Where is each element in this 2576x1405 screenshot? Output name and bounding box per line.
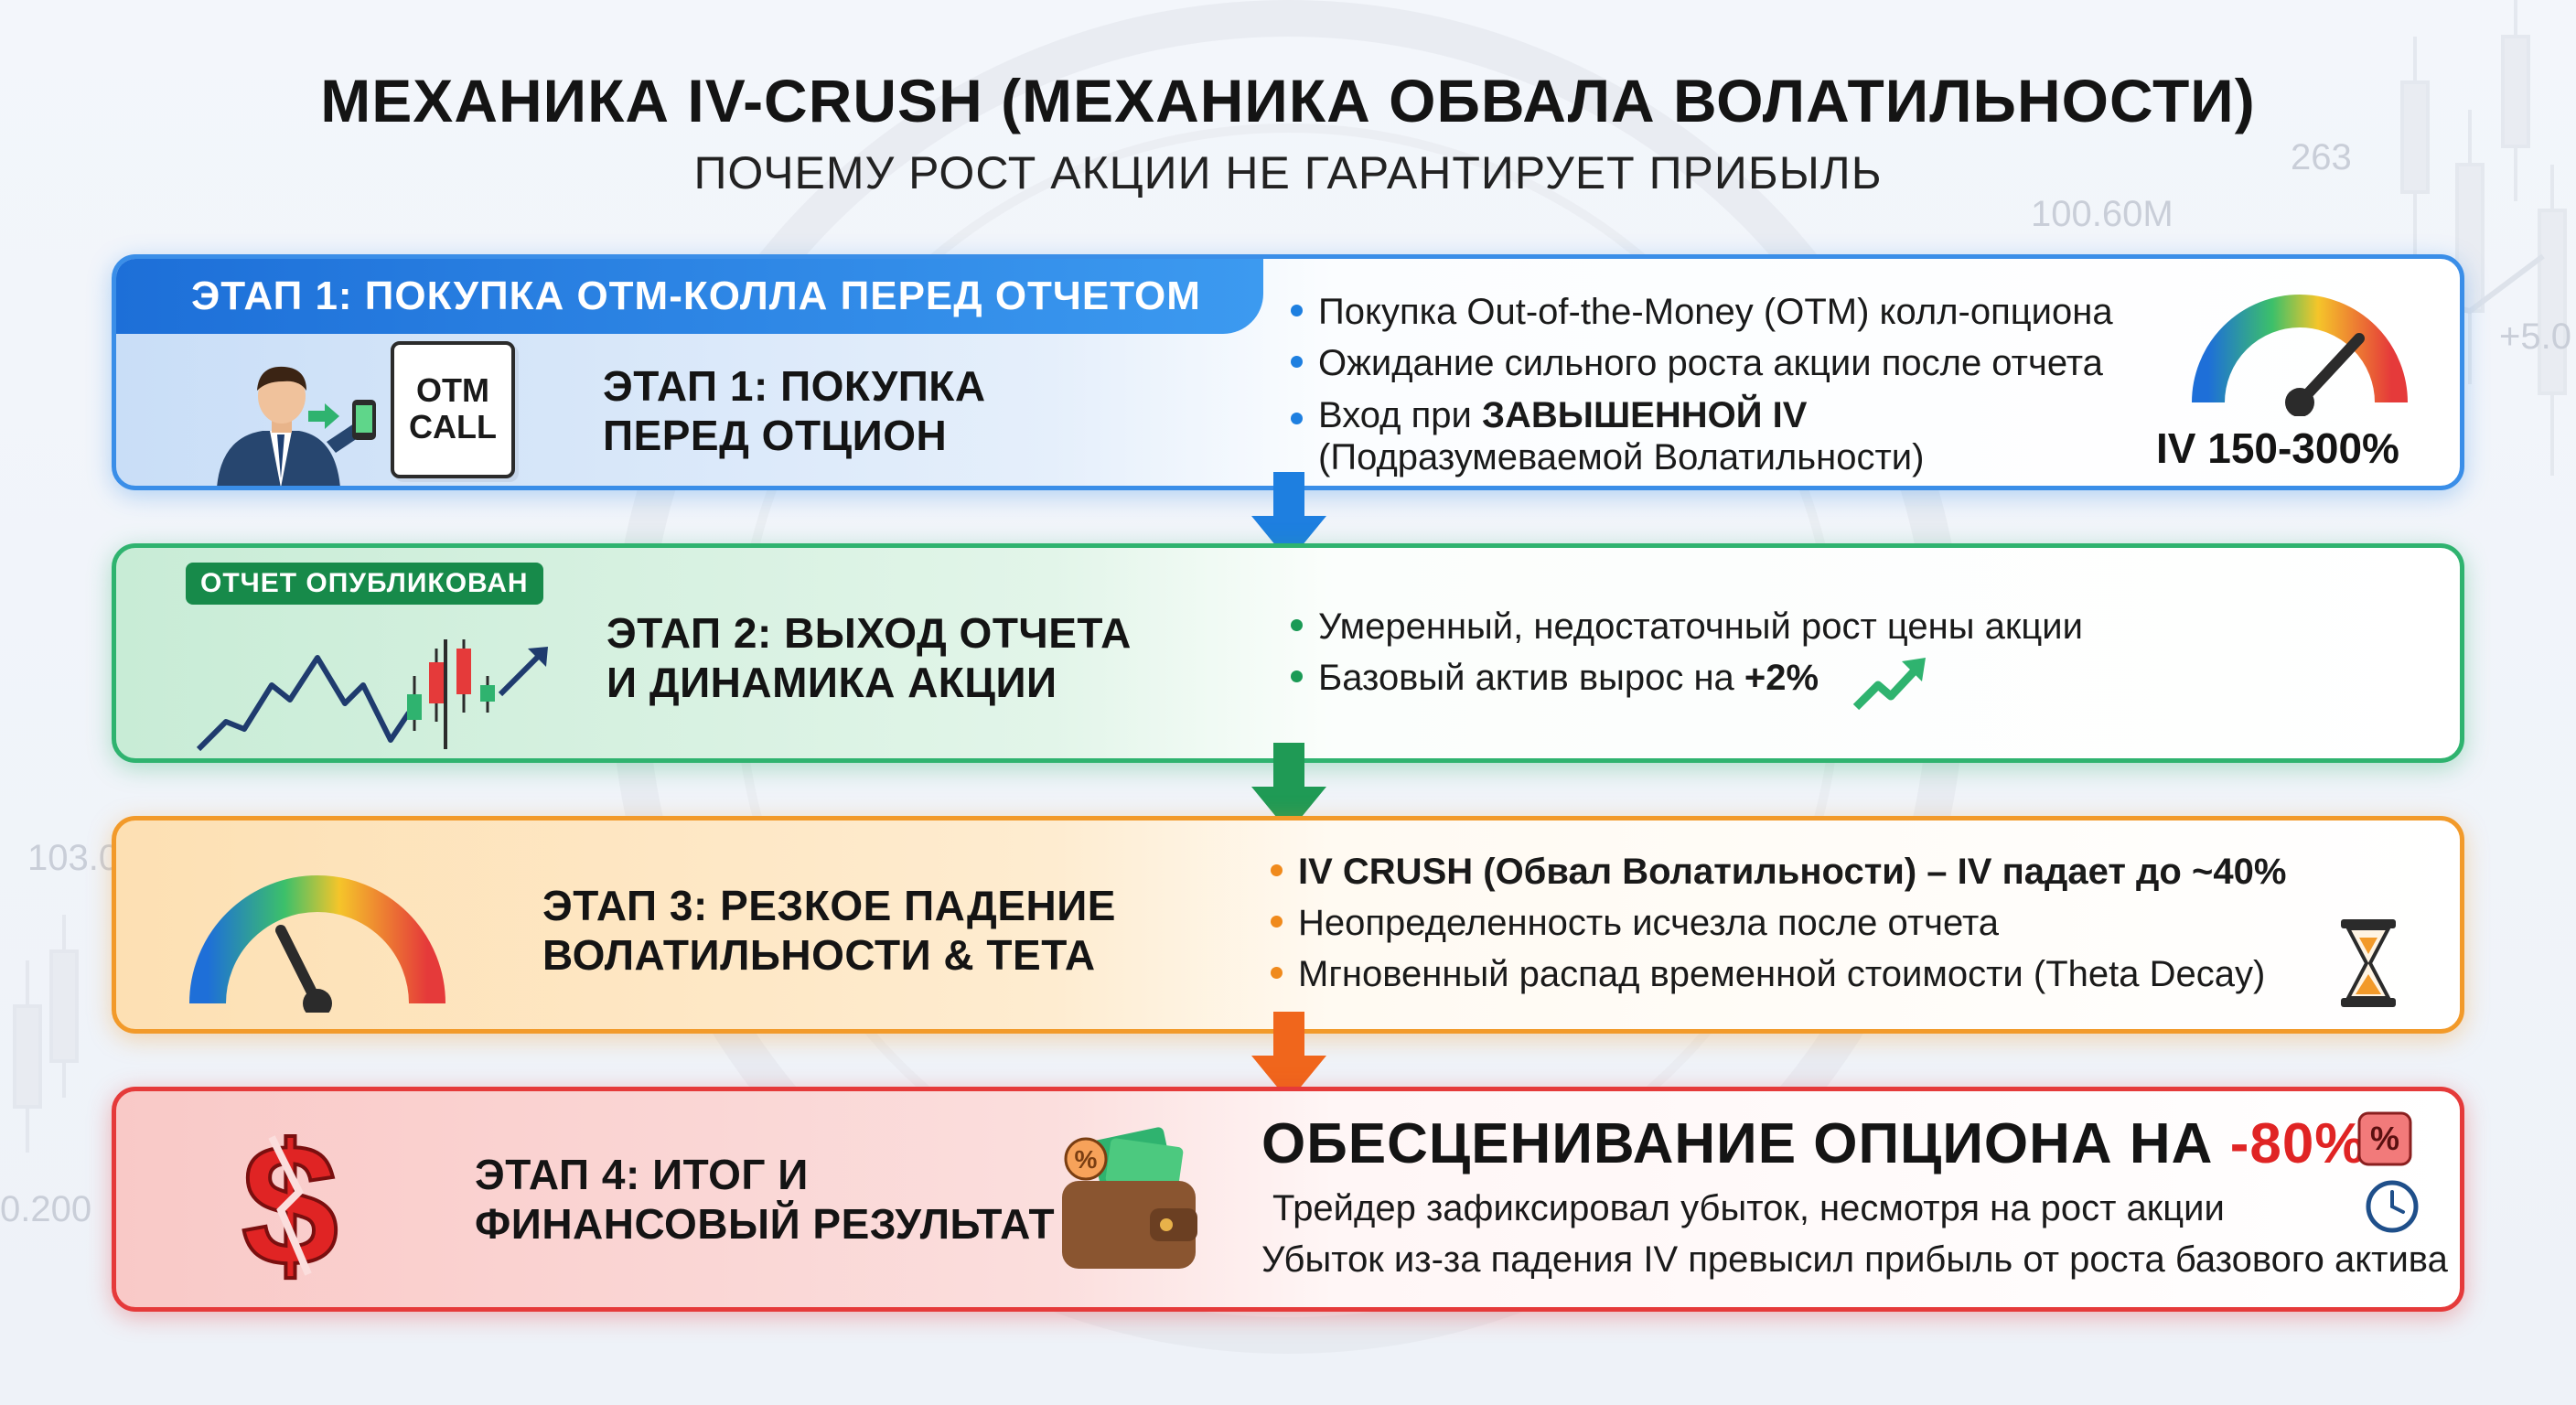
bullet2-prefix: Базовый актив вырос на (1318, 658, 1744, 698)
stage4-heading-line1: ЭТАП 4: ИТОГ И (475, 1151, 809, 1198)
trend-up-icon (1852, 658, 1926, 711)
gauge-high-icon (2192, 295, 2408, 416)
businessman-icon (217, 366, 376, 486)
bg-label: 103.0 (27, 838, 120, 878)
list-item: Мгновенный распад временной стоимости (T… (1271, 949, 2286, 1000)
stage1-card: ЭТАП 1: ПОКУПКА ОТМ-КОЛЛА ПЕРЕД ОТЧЕТОМ … (112, 254, 2464, 490)
devaluation-headline: ОБЕСЦЕНИВАНИЕ ОПЦИОНА НА -80% (1261, 1111, 2366, 1176)
down-arrow-icon (1251, 472, 1326, 562)
stage1-heading-line1: ЭТАП 1: ПОКУПКА (603, 362, 986, 410)
bullet3-line2: (Подразумеваемой Волатильности) (1318, 437, 1925, 477)
list-item: Вход при ЗАВЫШЕННОЙ IV(Подразумеваемой В… (1291, 394, 2113, 478)
stage2-bullets: Умеренный, недостаточный рост цены акции… (1291, 601, 2083, 703)
list-item: Покупка Out-of-the-Money (OTM) колл-опци… (1291, 286, 2113, 338)
wallet-icon: % (1062, 1127, 1197, 1269)
svg-text:%: % (2370, 1120, 2399, 1157)
down-arrow-icon (1251, 743, 1326, 832)
stage4-heading: ЭТАП 4: ИТОГ И ФИНАНСОВЫЙ РЕЗУЛЬТАТ (475, 1150, 1055, 1249)
stage4-line1: Трейдер зафиксировал убыток, несмотря на… (1272, 1188, 2225, 1228)
report-published-tag: ОТЧЕТ ОПУБЛИКОВАН (186, 563, 543, 605)
stage1-bullets: Покупка Out-of-the-Money (OTM) колл-опци… (1291, 286, 2113, 478)
stage3-heading-line1: ЭТАП 3: РЕЗКОЕ ПАДЕНИЕ (542, 882, 1116, 929)
devaluation-value: -80% (2229, 1112, 2367, 1175)
bg-label: 100.60M (2031, 194, 2174, 234)
clock-icon (2366, 1180, 2419, 1233)
svg-text:%: % (1075, 1145, 1098, 1174)
stage1-heading-line2: ПЕРЕД ОТЦИОН (603, 412, 948, 459)
stage4-line2: Убыток из-за падения IV превысил прибыль… (1261, 1239, 2448, 1280)
iv-range-label: IV 150-300% (2156, 424, 2399, 472)
page-title: МЕХАНИКА IV-CRUSH (МЕХАНИКА ОБВАЛА ВОЛАТ… (320, 67, 2256, 134)
stage1-heading: ЭТАП 1: ПОКУПКА ПЕРЕД ОТЦИОН (603, 361, 986, 460)
list-item: Неопределенность исчезла после отчета (1271, 897, 2286, 949)
hourglass-icon (2341, 919, 2396, 1007)
bg-label: 263 (2291, 137, 2352, 177)
bg-label: 0.200 (0, 1189, 92, 1229)
ticket-line2: CALL (409, 408, 497, 445)
stage2-heading-line2: И ДИНАМИКА АКЦИИ (606, 659, 1057, 706)
otm-call-ticket-icon: OTM CALL (391, 341, 515, 478)
down-arrow-icon (1251, 1012, 1326, 1101)
broken-dollar-icon: $ (240, 1119, 340, 1292)
stage1-banner: ЭТАП 1: ПОКУПКА ОТМ-КОЛЛА ПЕРЕД ОТЧЕТОМ (116, 259, 1263, 334)
bullet3-prefix: Вход при (1318, 395, 1482, 435)
stage3-card: ЭТАП 3: РЕЗКОЕ ПАДЕНИЕ ВОЛАТИЛЬНОСТИ & Т… (112, 816, 2464, 1034)
stage2-heading-line1: ЭТАП 2: ВЫХОД ОТЧЕТА (606, 609, 1132, 657)
gauge-low-icon (189, 875, 445, 1013)
stage2-card: ОТЧЕТ ОПУБЛИКОВАН ЭТАП 2: ВЫХОД ОТЧЕТА И… (112, 543, 2464, 763)
bg-label: +5.0 (2499, 316, 2571, 357)
stage2-heading: ЭТАП 2: ВЫХОД ОТЧЕТА И ДИНАМИКА АКЦИИ (606, 608, 1132, 707)
list-item: Базовый актив вырос на +2% (1291, 652, 2083, 703)
stage4-heading-line2: ФИНАНСОВЫЙ РЕЗУЛЬТАТ (475, 1200, 1056, 1248)
page-subtitle: ПОЧЕМУ РОСТ АКЦИИ НЕ ГАРАНТИРУЕТ ПРИБЫЛЬ (693, 147, 1883, 198)
bullet2-bold: +2% (1744, 658, 1819, 698)
stage3-heading: ЭТАП 3: РЕЗКОЕ ПАДЕНИЕ ВОЛАТИЛЬНОСТИ & Т… (542, 881, 1116, 980)
list-item: IV CRUSH (Обвал Волатильности) – IV пада… (1271, 846, 2286, 897)
candlestick-chart-icon (196, 639, 548, 752)
bullet3-bold: ЗАВЫШЕННОЙ IV (1481, 395, 1808, 435)
ticket-line1: OTM (416, 371, 489, 409)
stage4-card: $ ЭТАП 4: ИТОГ И ФИНАНСОВЫЙ РЕЗУЛЬТАТ % … (112, 1087, 2464, 1312)
list-item: Ожидание сильного роста акции после отче… (1291, 338, 2113, 389)
list-item: Умеренный, недостаточный рост цены акции (1291, 601, 2083, 652)
percent-icon: % (2357, 1111, 2412, 1166)
stage3-heading-line2: ВОЛАТИЛЬНОСТИ & ТЕТА (542, 931, 1096, 979)
stage3-bullets: IV CRUSH (Обвал Волатильности) – IV пада… (1271, 846, 2286, 1000)
devaluation-prefix: ОБЕСЦЕНИВАНИЕ ОПЦИОНА НА (1261, 1112, 2230, 1175)
